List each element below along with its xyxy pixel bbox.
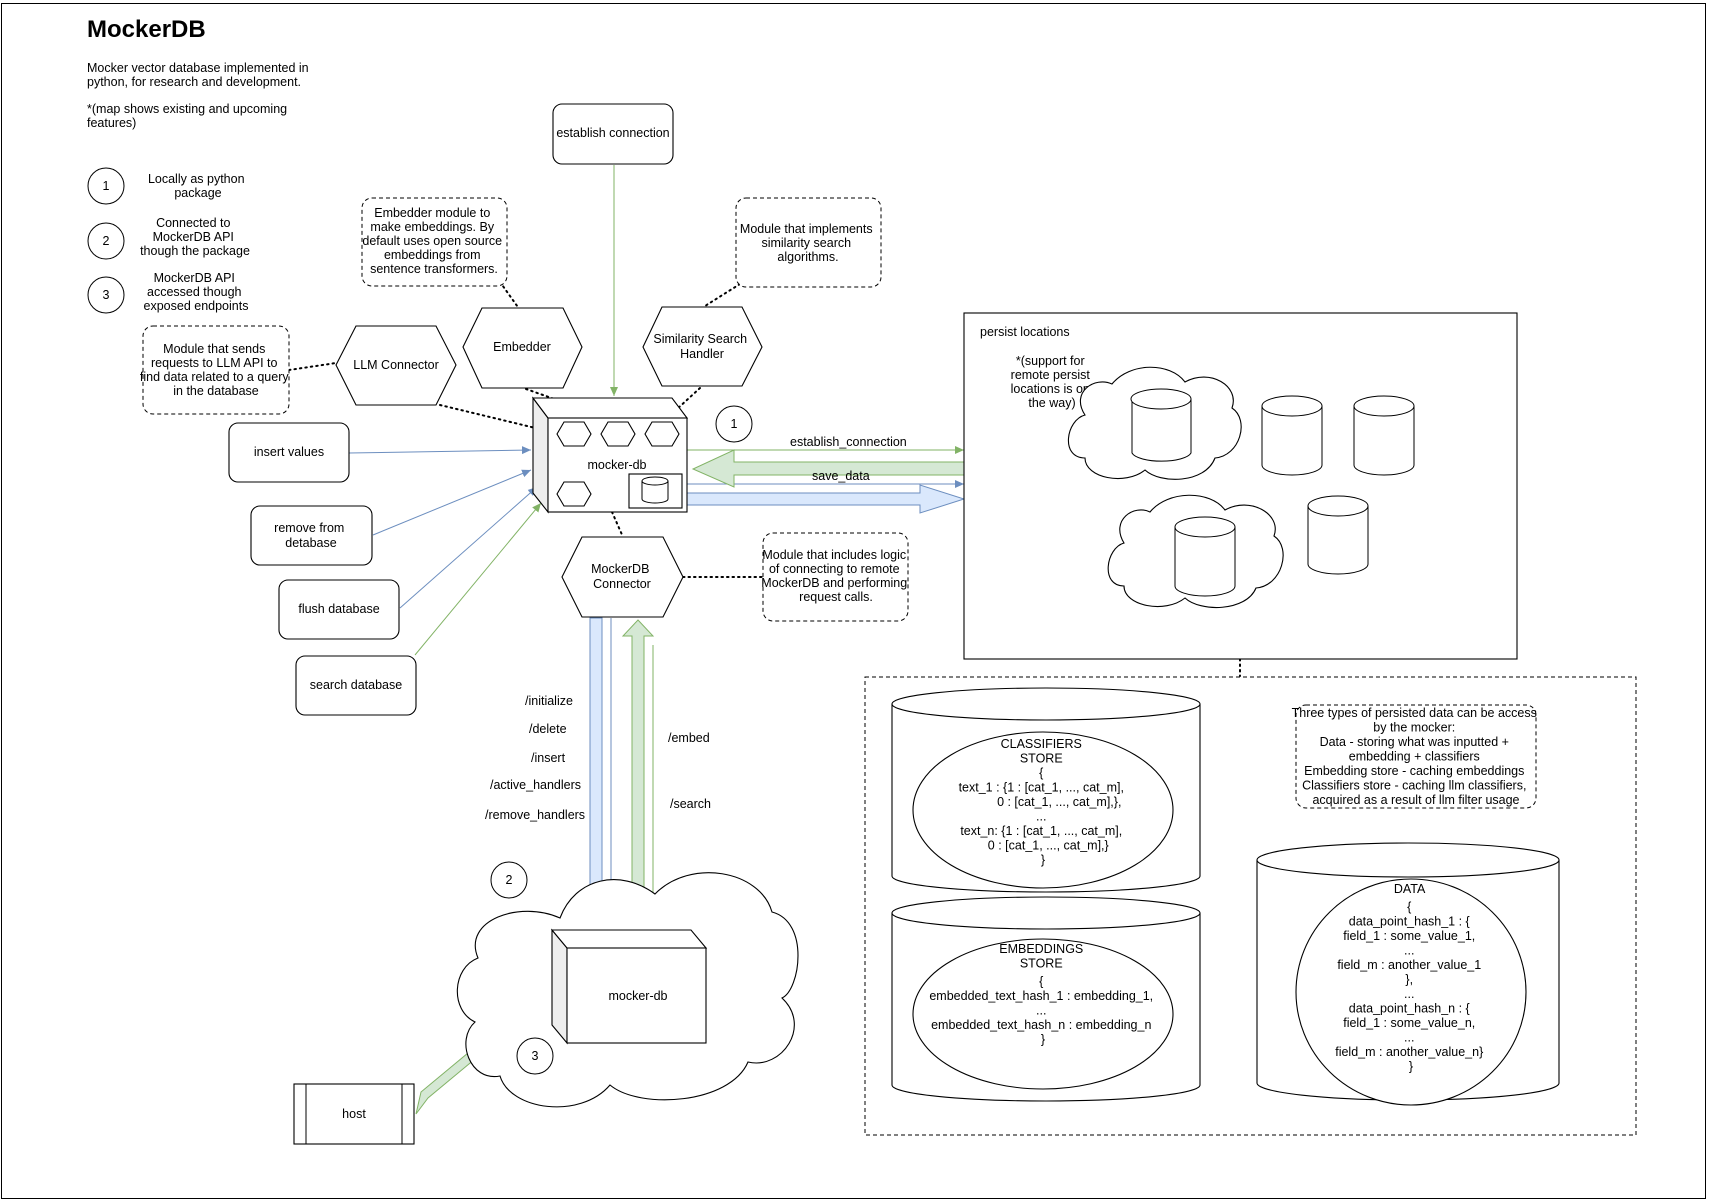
endpoint-initialize: /initialize [525,694,573,708]
database-icon [1130,388,1192,462]
legend-item-1: 1 Locally as python package [87,167,248,205]
svg-text:host: host [342,1107,366,1121]
dotted-connector-llm-note [288,362,337,371]
persisted-data-note: Three types of persisted data can be acc… [1292,704,1541,809]
svg-text:Locally as python packag: Locally as python package [148,172,248,200]
label-establish-connection: establish_connection [790,435,907,449]
endpoint-search: /search [670,797,711,811]
database-icon [1261,395,1323,476]
similarity-note: Module that implements similarity search… [735,197,882,288]
svg-text:CLASSIFIERS STORE: CLASSIFIERS STORE { text_1 : {1 : [cat_1… [959,737,1128,867]
marker-1: 1 [715,405,753,443]
embedder-node: Embedder [462,307,583,389]
dotted-connector-connector-core [611,511,624,538]
svg-text:2: 2 [103,234,110,248]
search-database-node: search database [295,655,417,716]
svg-text:establish connection: establish connection [556,126,669,140]
arrow-flush [399,486,538,609]
dotted-connector-embedder-note [499,281,521,311]
svg-text:persist locations: persist locations [980,325,1070,339]
llm-note: Module that sends requests to LLM API to… [140,325,292,415]
svg-text:DATA { data_point_: DATA { data_point_hash_1 : { field_1 : s… [1335,882,1487,1074]
mocker-db-remote-node: mocker-db [550,928,708,1045]
embeddings-store: EMBEDDINGS STORE { embedded_text_hash_1 … [891,896,1201,1102]
stores-region [864,676,1637,1136]
fat-arrow-persist-to-core [691,449,965,488]
classifiers-store: CLASSIFIERS STORE { text_1 : {1 : [cat_1… [891,687,1201,893]
endpoint-delete: /delete [529,722,567,736]
endpoint-insert: /insert [531,751,566,765]
legend-item-2: 2 Connected to MockerDB API though the p… [87,216,250,260]
similarity-search-handler-node: Similarity Search Handler [642,306,763,387]
svg-text:Connected to MockerDB AP: Connected to MockerDB API though the pac… [140,216,250,258]
svg-text:flush database: flush database [298,602,379,616]
svg-text:Embedder: Embedder [493,340,551,354]
database-icon [1353,395,1415,476]
svg-text:mocker-db: mocker-db [608,989,667,1003]
svg-text:3: 3 [103,288,110,302]
remove-from-database-node: remove from detabase [250,505,373,566]
connector-note: Module that includes logic of connecting… [761,532,910,622]
svg-text:1: 1 [731,417,738,431]
endpoint-remove-handlers: /remove_handlers [485,808,585,822]
insert-values-node: insert values [228,422,350,483]
mocker-db-local-node: mocker-db [531,396,689,514]
marker-3: 3 [516,1037,554,1075]
embedder-note: Embedder module to make embeddings. By d… [361,197,508,287]
svg-text:insert values: insert values [254,445,324,459]
svg-text:1: 1 [103,179,110,193]
svg-text:mocker-db: mocker-db [587,458,646,472]
map-note: *(map shows existing and upcoming featur… [87,102,291,130]
svg-text:MockerDB API accessed th: MockerDB API accessed though exposed end… [144,271,249,313]
data-store: DATA { data_point_hash_1 : { field_1 : s… [1256,842,1560,1106]
label-save-data: save_data [812,469,870,483]
flush-database-node: flush database [278,579,400,640]
arrow-search [414,502,542,656]
fat-arrow-core-to-persist [686,484,966,514]
svg-text:LLM Connector: LLM Connector [353,358,438,372]
database-icon [1174,516,1236,597]
svg-text:Module that sends reques: Module that sends requests to LLM API to… [140,342,292,398]
dotted-connector-similarity-note [704,283,741,307]
host-node: host [293,1083,415,1145]
svg-text:Similarity Search Handle: Similarity Search Handler [653,332,750,361]
svg-text:remove from detabase: remove from detabase [274,521,348,550]
mockerdb-connector-node: MockerDB Connector [561,536,684,618]
endpoint-embed: /embed [668,731,710,745]
arrow-remove [372,469,532,536]
llm-connector-node: LLM Connector [335,325,457,406]
svg-text:2: 2 [506,873,513,887]
svg-text:3: 3 [532,1049,539,1063]
database-icon [1307,495,1369,575]
svg-text:*(support for remote per: *(support for remote persist locations i… [1011,354,1094,410]
marker-2: 2 [490,861,528,899]
arrow-insert-values [348,446,532,455]
description: Mocker vector database implemented in py… [87,61,312,89]
svg-text:EMBEDDINGS STORE {: EMBEDDINGS STORE { embedded_text_hash_1 … [929,942,1156,1047]
diagram-frame [1,3,1706,1199]
establish-connection-node: establish connection [552,103,674,165]
fat-arrow-remote-up [621,619,655,931]
diagram-title: MockerDB [87,16,206,43]
svg-text:Embedder module to make: Embedder module to make embeddings. By d… [362,206,505,276]
legend-item-3: 3 MockerDB API accessed though exposed e… [87,271,249,314]
svg-text:Module that includes logic: Module that includes logic of connecting… [761,548,910,604]
svg-text:search database: search database [310,678,402,692]
endpoint-active-handlers: /active_handlers [490,778,581,792]
svg-text:MockerDB Connector: MockerDB Connector [591,562,653,591]
svg-text:Module that implements s: Module that implements similarity search… [740,222,876,264]
persist-locations-panel: persist locations *(support for remote p… [963,312,1518,660]
svg-text:Three types of persisted data: Three types of persisted data can be acc… [1292,706,1541,807]
